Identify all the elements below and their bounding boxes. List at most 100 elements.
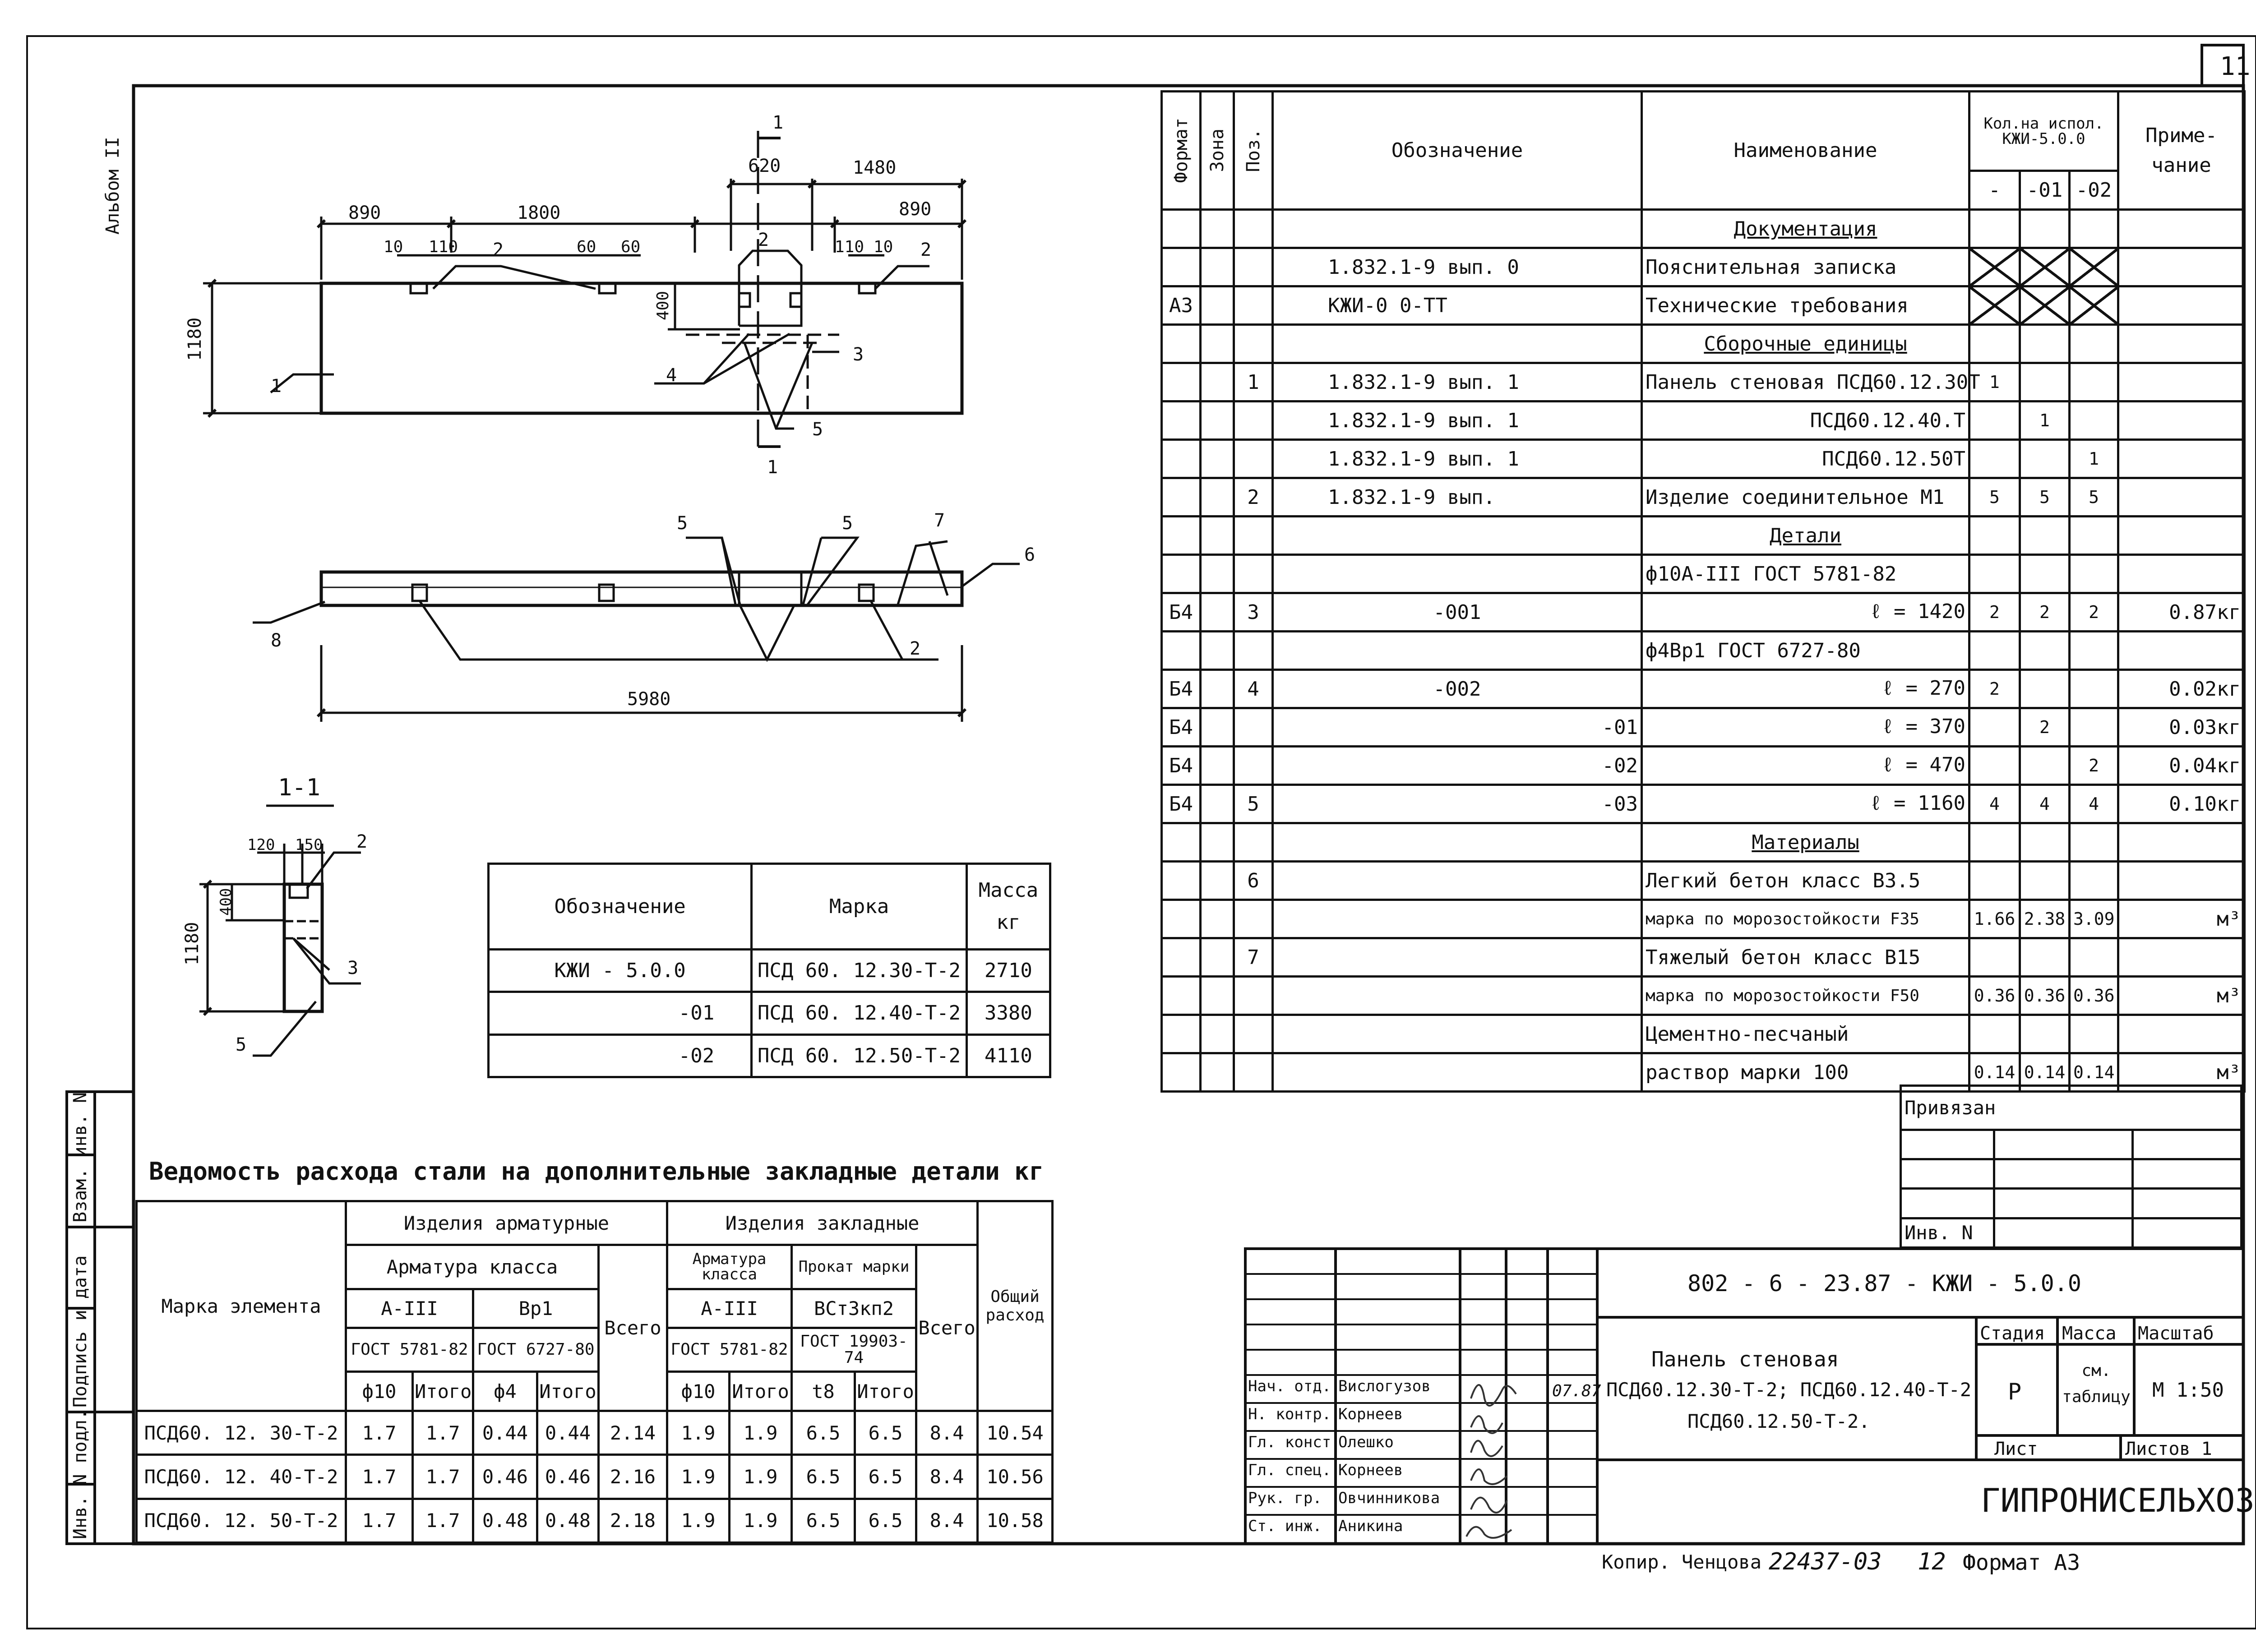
spec-cell-q2 — [2068, 669, 2120, 709]
steel-table: Марка элемента Изделия арматурные Издели… — [135, 1200, 1054, 1544]
mass-cell: ПСД 60. 12.30-Т-2 — [750, 948, 968, 993]
spec-cell-name: Легкий бетон класс В3.5 — [1641, 860, 1970, 901]
steel-value: 1.7 — [411, 1409, 474, 1456]
spec-cell-fmt: Б4 — [1160, 592, 1202, 632]
callout-3: 3 — [853, 344, 864, 365]
callout-8: 8 — [271, 630, 282, 651]
spec-cell-note: 0.03кг — [2117, 707, 2246, 748]
steel-value: 10.58 — [976, 1497, 1054, 1544]
spec-cell-note — [2117, 400, 2246, 441]
spec-cell-q1 — [2019, 362, 2071, 402]
dim-60-b: 60 — [621, 238, 641, 256]
spec-cell-q0 — [1968, 438, 2021, 479]
sign-date: 07.87 — [1552, 1382, 1601, 1400]
sec-callout-3: 3 — [347, 958, 359, 978]
spec-cell-q1 — [2019, 669, 2071, 709]
person-name: Аникина — [1338, 1517, 1403, 1535]
spec-cell-q2 — [2068, 362, 2120, 402]
spec-cell-pos — [1233, 1052, 1274, 1093]
steel-header-total2: Всего — [915, 1244, 979, 1412]
spec-cell-fmt — [1160, 208, 1202, 249]
spec-cell-fmt: Б4 — [1160, 784, 1202, 824]
person-role: Нач. отд. — [1248, 1377, 1331, 1395]
spec-cell-name: ℓ = 270 — [1641, 669, 1970, 709]
spec-cell-zone — [1199, 937, 1235, 978]
spec-cell-name: ф10А-III ГОСТ 5781-82 — [1641, 554, 1970, 594]
spec-cell-q1 — [2019, 323, 2071, 364]
spec-cell-pos — [1233, 975, 1274, 1016]
spec-cell-name: марка по морозостойкости F35 — [1641, 899, 1970, 939]
steel-header-a3b: А-III — [666, 1287, 793, 1329]
spec-cell-name: ℓ = 1420 — [1641, 592, 1970, 632]
steel-sub: ф4 — [472, 1371, 538, 1412]
header-zone: Зона — [1199, 90, 1235, 211]
spec-cell-des: КЖИ-0 0-ТТ — [1271, 285, 1643, 326]
spec-cell-zone — [1199, 975, 1235, 1016]
steel-header-total1: Всего — [597, 1244, 669, 1412]
spec-cell-note: м³ — [2117, 899, 2246, 939]
mass-cell: 3380 — [965, 991, 1052, 1036]
mass-header-designation: Обозначение — [487, 863, 753, 951]
spec-cell-pos — [1233, 247, 1274, 287]
spec-cell-q0 — [1968, 247, 2021, 287]
steel-header-vst: ВСт3кп2 — [791, 1287, 918, 1329]
steel-header-armature: Изделия арматурные — [344, 1200, 669, 1246]
steel-element: ПСД60. 12. 30-Т-2 — [135, 1409, 347, 1456]
spec-cell-zone — [1199, 208, 1235, 249]
steel-value: 1.7 — [345, 1497, 414, 1544]
spec-cell-q0 — [1968, 630, 2021, 671]
spec-cell-pos: 7 — [1233, 937, 1274, 978]
steel-value: 1.7 — [411, 1497, 474, 1544]
spec-cell-q1 — [2019, 630, 2071, 671]
spec-cell-q2 — [2068, 554, 2120, 594]
sec-dim-400: 400 — [217, 888, 235, 916]
spec-cell-q2 — [2068, 285, 2120, 326]
spec-cell-note — [2117, 323, 2246, 364]
spec-cell-fmt — [1160, 438, 1202, 479]
spec-cell-name: Технические требования — [1641, 285, 1970, 326]
sec-dim-1180: 1180 — [182, 922, 203, 965]
callout-7: 7 — [934, 510, 945, 531]
steel-value: 1.7 — [345, 1454, 414, 1500]
callout-4: 4 — [666, 365, 677, 386]
mass-cell: ПСД 60. 12.40-Т-2 — [750, 991, 968, 1036]
spec-cell-des: 1.832.1-9 вып. 1 — [1271, 362, 1643, 402]
person-name: Корнеев — [1338, 1405, 1403, 1423]
spec-cell-zone — [1199, 745, 1235, 786]
spec-cell-q1: 1 — [2019, 400, 2071, 441]
spec-cell-pos — [1233, 707, 1274, 748]
mass-cell: -01 — [487, 991, 753, 1036]
spec-cell-des — [1271, 630, 1643, 671]
spec-cell-des: -01 — [1271, 707, 1643, 748]
dim-890-right: 890 — [899, 199, 932, 220]
person-name: Олешко — [1338, 1433, 1394, 1451]
steel-value: 0.48 — [472, 1497, 538, 1544]
person-role: Гл. спец. — [1248, 1461, 1331, 1479]
spec-cell-q0: 1.66 — [1968, 899, 2021, 939]
steel-value: 6.5 — [854, 1454, 918, 1500]
spec-cell-q2: 0.14 — [2068, 1052, 2120, 1093]
spec-cell-note — [2117, 362, 2246, 402]
spec-cell-q1 — [2019, 285, 2071, 326]
spec-cell-q0 — [1968, 860, 2021, 901]
spec-cell-des: -03 — [1271, 784, 1643, 824]
spec-cell-q0: 5 — [1968, 477, 2021, 517]
steel-value: 0.48 — [536, 1497, 600, 1544]
spec-cell-name: ℓ = 1160 — [1641, 784, 1970, 824]
spec-cell-note: 0.10кг — [2117, 784, 2246, 824]
header-q2: -02 — [2068, 170, 2120, 211]
spec-cell-zone — [1199, 438, 1235, 479]
spec-cell-zone — [1199, 477, 1235, 517]
steel-value: 1.7 — [411, 1454, 474, 1500]
steel-value: 1.9 — [728, 1454, 793, 1500]
steel-value: 1.7 — [345, 1409, 414, 1456]
sec-callout-5: 5 — [236, 1034, 247, 1055]
steel-value: 6.5 — [791, 1497, 856, 1544]
header-name: Наименование — [1641, 90, 1970, 211]
steel-value: 0.44 — [472, 1409, 538, 1456]
